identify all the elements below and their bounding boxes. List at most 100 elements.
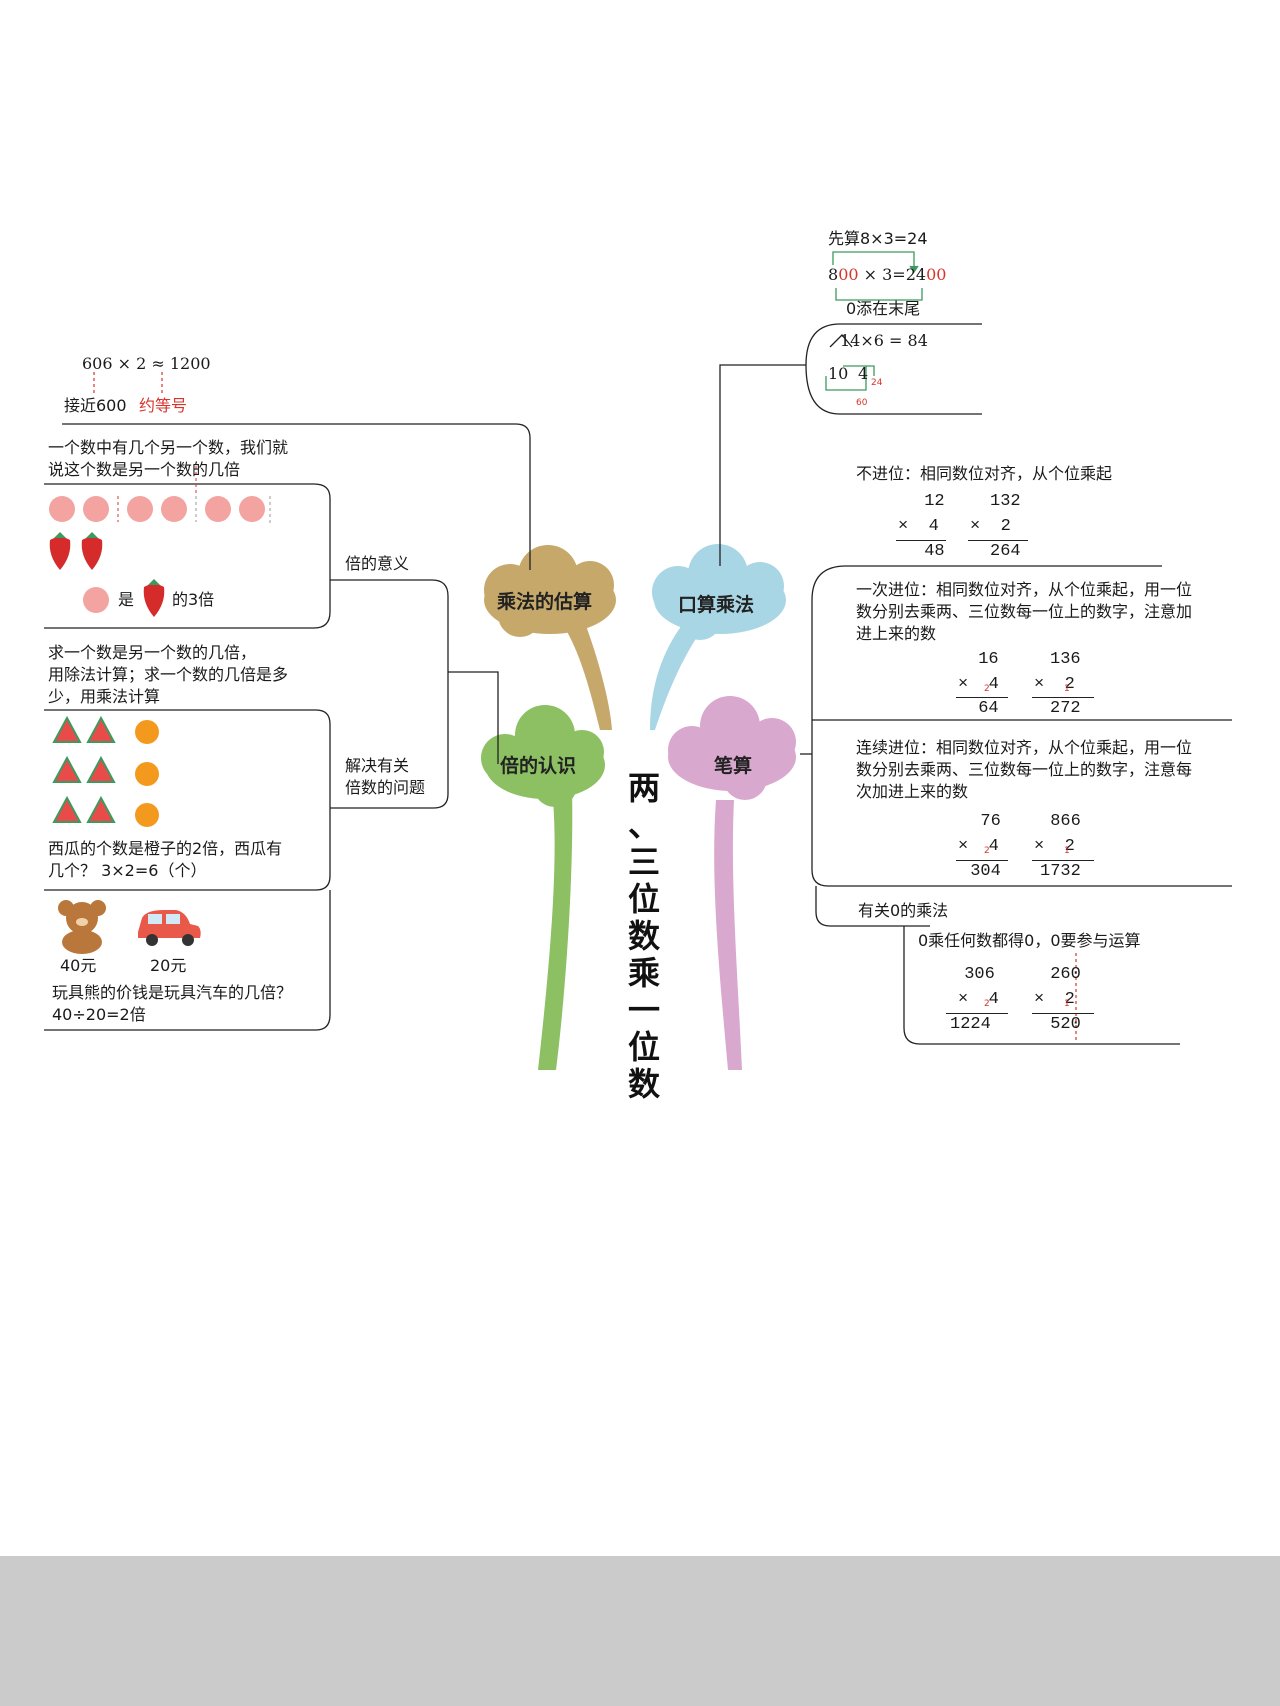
estimate-cloud [484,545,616,637]
title-glyph: 数 [627,1065,660,1103]
calc-top: 132 [990,492,1021,511]
carry-multi-line3: 次加进上来的数 [856,782,969,801]
node-times: 倍的认识 [500,755,577,777]
calc-mul: × 4 [898,517,939,536]
carry-multi-line2: 数分别去乘两、三位数每一位上的数字，注意每 [856,760,1193,779]
calc-rule [896,540,946,541]
method-line3: 少，用乘法计算 [48,687,161,706]
calc-top: 76 [960,812,1001,831]
problems-label-line1: 解决有关 [345,756,410,775]
calc-mul: × 2 [1034,990,1075,1009]
carry-once-line1: 一次进位：相同数位对齐，从个位乘起，用一位 [856,580,1193,599]
strawberry-icon [49,532,165,617]
calc-rule [956,860,1008,861]
times-definition-line1: 一个数中有几个另一个数，我们就 [48,438,289,457]
calc-result: 64 [968,699,999,718]
carry-once-line2: 数分别去乘两、三位数每一位上的数字，注意加 [856,602,1193,621]
connector-lines [44,251,1232,1070]
carry-multi-line1: 连续进位：相同数位对齐，从个位乘起，用一位 [856,738,1193,757]
bear-price: 40元 [60,956,97,975]
bottom-gray-band [0,1556,1280,1706]
carry-once-line3: 进上来的数 [856,624,937,643]
title-glyph: 位 [627,1028,660,1066]
part-60: 60 [856,398,868,408]
orange-icon [135,720,159,827]
split-ten: 10 [828,364,849,383]
split-four: 4 [858,364,869,383]
title-glyph: 位 [627,880,660,918]
toy-car-icon [138,910,201,946]
watermelon-q-line1: 西瓜的个数是橙子的2倍，西瓜有 [48,839,283,858]
part-24: 24 [871,378,883,388]
calc-rule [956,697,1008,698]
node-written: 笔算 [714,755,753,777]
calc-mul: × 2 [970,517,1011,536]
mental-expr-14x6: 14×6 = 84 [840,331,928,350]
mental-first: 先算8×3=24 [828,229,928,248]
teddy-bear-icon [58,900,106,954]
carry-digit: 2 [984,846,990,856]
estimate-near: 接近600 [64,396,127,415]
carry-digit: 1 [1064,846,1070,856]
mental-expr-800: 800 × 3=2400 [828,265,947,284]
calc-top: 136 [1050,650,1081,669]
peach-strawberry-illustration [49,496,265,617]
calc-rule [1032,1013,1094,1014]
calc-top: 16 [968,650,999,669]
times3-text: 的3倍 [172,590,215,609]
estimate-approx: 约等号 [139,396,188,415]
toy-q-line1: 玩具熊的价钱是玩具汽车的几倍？ [52,983,293,1002]
times-stem [538,790,573,1070]
times-definition-line2: 说这个数是另一个数的几倍 [48,460,241,479]
calc-result: 1224 [950,1015,991,1034]
calc-result: 272 [1050,699,1081,718]
calc-rule [1032,697,1094,698]
carry-digit: 2 [984,999,990,1009]
calc-rule [1032,860,1094,861]
calc-top: 260 [1040,965,1081,984]
node-estimate: 乘法的估算 [497,591,593,613]
calc-rule [946,1013,1008,1014]
problems-label-line2: 倍数的问题 [345,778,426,797]
watermelon-q-line2: 几个？ 3×2=6（个） [48,861,207,880]
toy-q-line2: 40÷20=2倍 [52,1005,146,1024]
calc-mul: × 2 [1034,675,1075,694]
carry-digit: 2 [984,684,990,694]
written-cloud [668,696,796,800]
watermelon-orange-illustration [52,715,159,827]
title-glyph: 一 [627,991,660,1029]
car-price: 20元 [150,956,187,975]
mind-map-canvas: 两、三位数乘一位数 乘法的估算 口算乘法 倍的认识 笔算 606 × 2 ≈ 1… [44,229,1232,1103]
bear-car-illustration [58,900,201,954]
calc-mul: × 4 [958,837,999,856]
times-cloud [481,705,605,807]
calc-top: 306 [954,965,995,984]
title-glyph: 乘 [627,954,660,992]
calc-result: 48 [914,542,945,561]
method-line2: 用除法计算；求一个数的几倍是多 [48,665,289,684]
times-meaning-label: 倍的意义 [345,554,410,573]
calc-result: 304 [960,862,1001,881]
calc-top: 12 [914,492,945,511]
calc-result: 1732 [1040,862,1081,881]
no-carry-rule: 不进位：相同数位对齐，从个位乘起 [856,464,1113,483]
written-stem [714,800,742,1070]
mental-zero-end: 0添在末尾 [846,299,921,318]
carry-digit: 1 [1064,684,1070,694]
method-line1: 求一个数是另一个数的几倍， [48,643,257,662]
title-glyph: 数 [627,917,660,955]
title-glyph: 、 [627,806,660,844]
watermelon-icon [52,715,116,823]
calc-mul: × 4 [958,675,999,694]
mind-map-title: 两、三位数乘一位数 [624,770,664,1103]
zero-title: 有关0的乘法 [858,901,949,920]
calc-result: 264 [990,542,1021,561]
calc-mul: × 2 [1034,837,1075,856]
zero-rule: 0乘任何数都得0，0要参与运算 [918,931,1141,950]
calc-top: 866 [1040,812,1081,831]
calc-result: 520 [1040,1015,1081,1034]
title-glyph: 两 [627,769,660,807]
calc-mul: × 4 [958,990,999,1009]
estimate-expr: 606 × 2 ≈ 1200 [82,354,211,373]
node-mental: 口算乘法 [678,594,755,616]
